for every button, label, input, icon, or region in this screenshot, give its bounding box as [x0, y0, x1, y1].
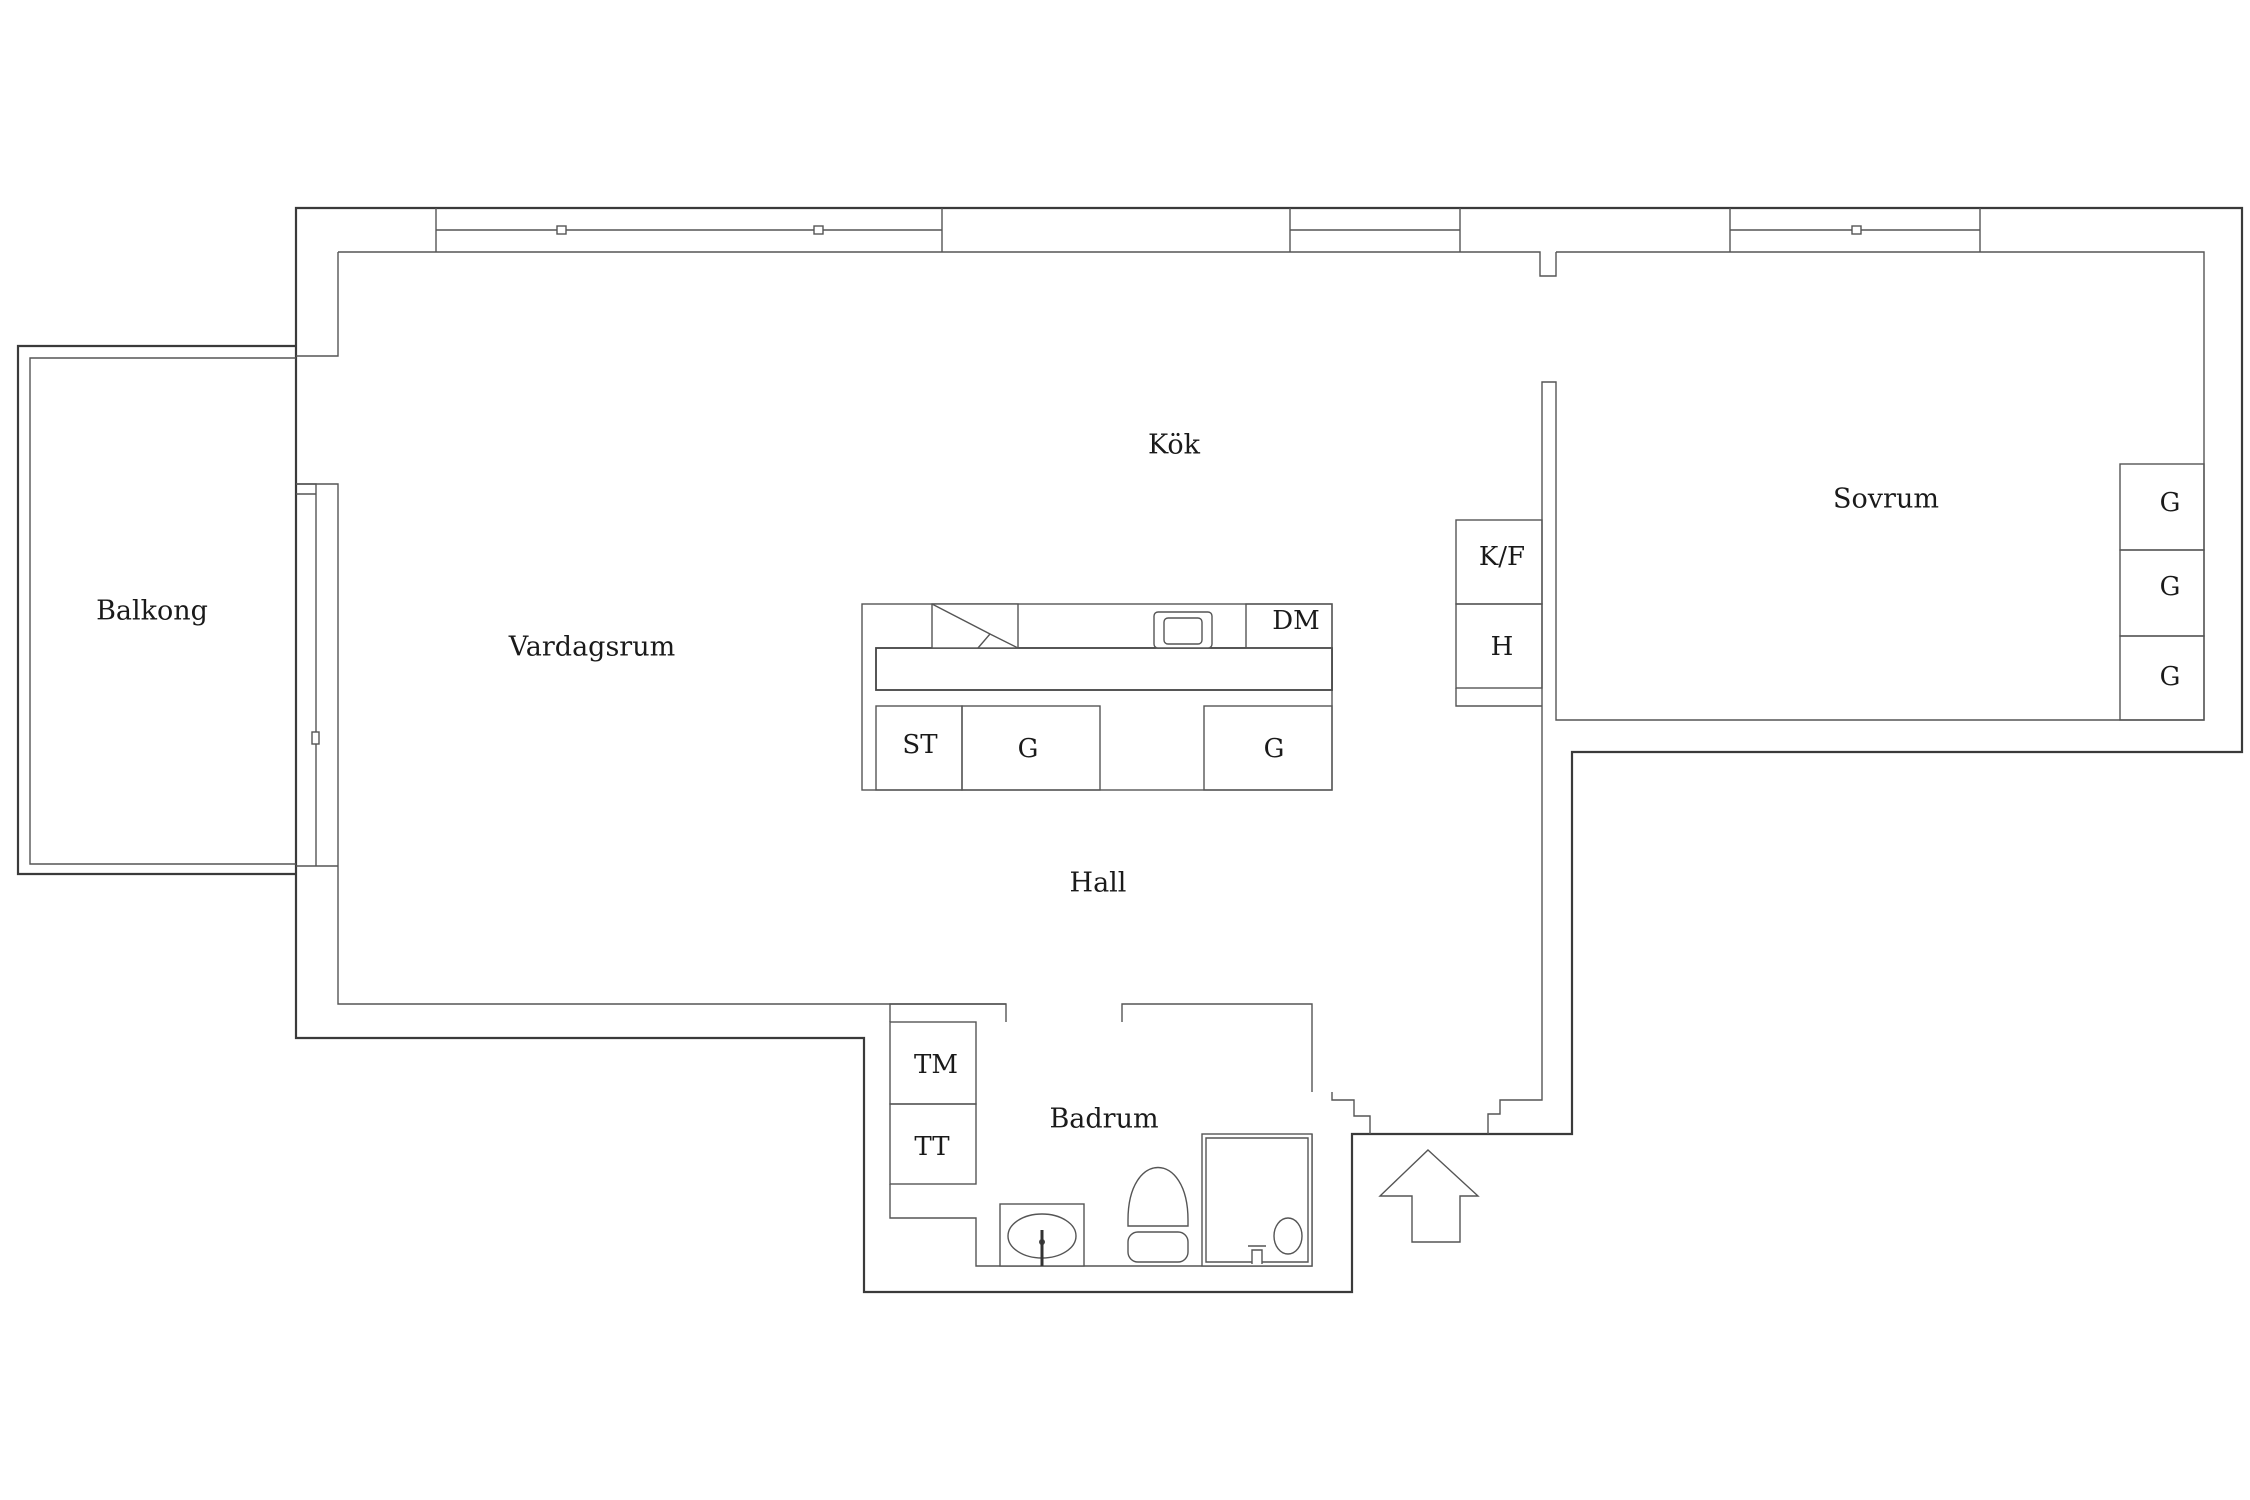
room-label-kok: Kök	[1148, 430, 1201, 461]
room-label-hall: Hall	[1070, 868, 1127, 899]
wardrobes	[2119, 463, 2205, 721]
balcony	[16, 344, 320, 876]
fixture-label-wardrobe-3: G	[2160, 662, 2181, 692]
inner-wall-bath-top-right	[1121, 1003, 1313, 1092]
fixture-label-fridge-freezer: K/F	[1479, 542, 1525, 572]
fixture-label-dryer: TT	[914, 1132, 950, 1162]
room-label-balkong: Balkong	[96, 596, 208, 627]
fixture-label-wardrobe-2: G	[2160, 572, 2181, 602]
inner-wall-main	[338, 251, 1557, 277]
fixture-label-dishwasher: DM	[1272, 606, 1319, 636]
room-label-vardagsrum: Vardagsrum	[508, 632, 675, 663]
fixture-label-island-cabinet-1: G	[1018, 734, 1039, 764]
fixture-label-island-cabinet-2: G	[1264, 734, 1285, 764]
inner-wall-left	[296, 252, 1007, 1022]
fridge-column	[1455, 519, 1543, 707]
outer-wall	[294, 206, 2244, 1294]
fixture-label-stove: ST	[902, 730, 938, 760]
bathroom	[889, 1003, 1313, 1267]
hall-wall-left-step	[1331, 1092, 1371, 1134]
fixture-label-washing-machine: TM	[914, 1050, 958, 1080]
kitchen-island	[861, 603, 1333, 791]
fixture-label-shelf: H	[1491, 632, 1514, 662]
bedroom-wall	[1487, 251, 2205, 1134]
room-label-sovrum: Sovrum	[1833, 484, 1939, 515]
windows-top	[435, 208, 1981, 252]
entrance-arrow-icon	[1378, 1149, 1480, 1243]
room-label-badrum: Badrum	[1049, 1104, 1158, 1135]
fixture-label-wardrobe-1: G	[2160, 488, 2181, 518]
